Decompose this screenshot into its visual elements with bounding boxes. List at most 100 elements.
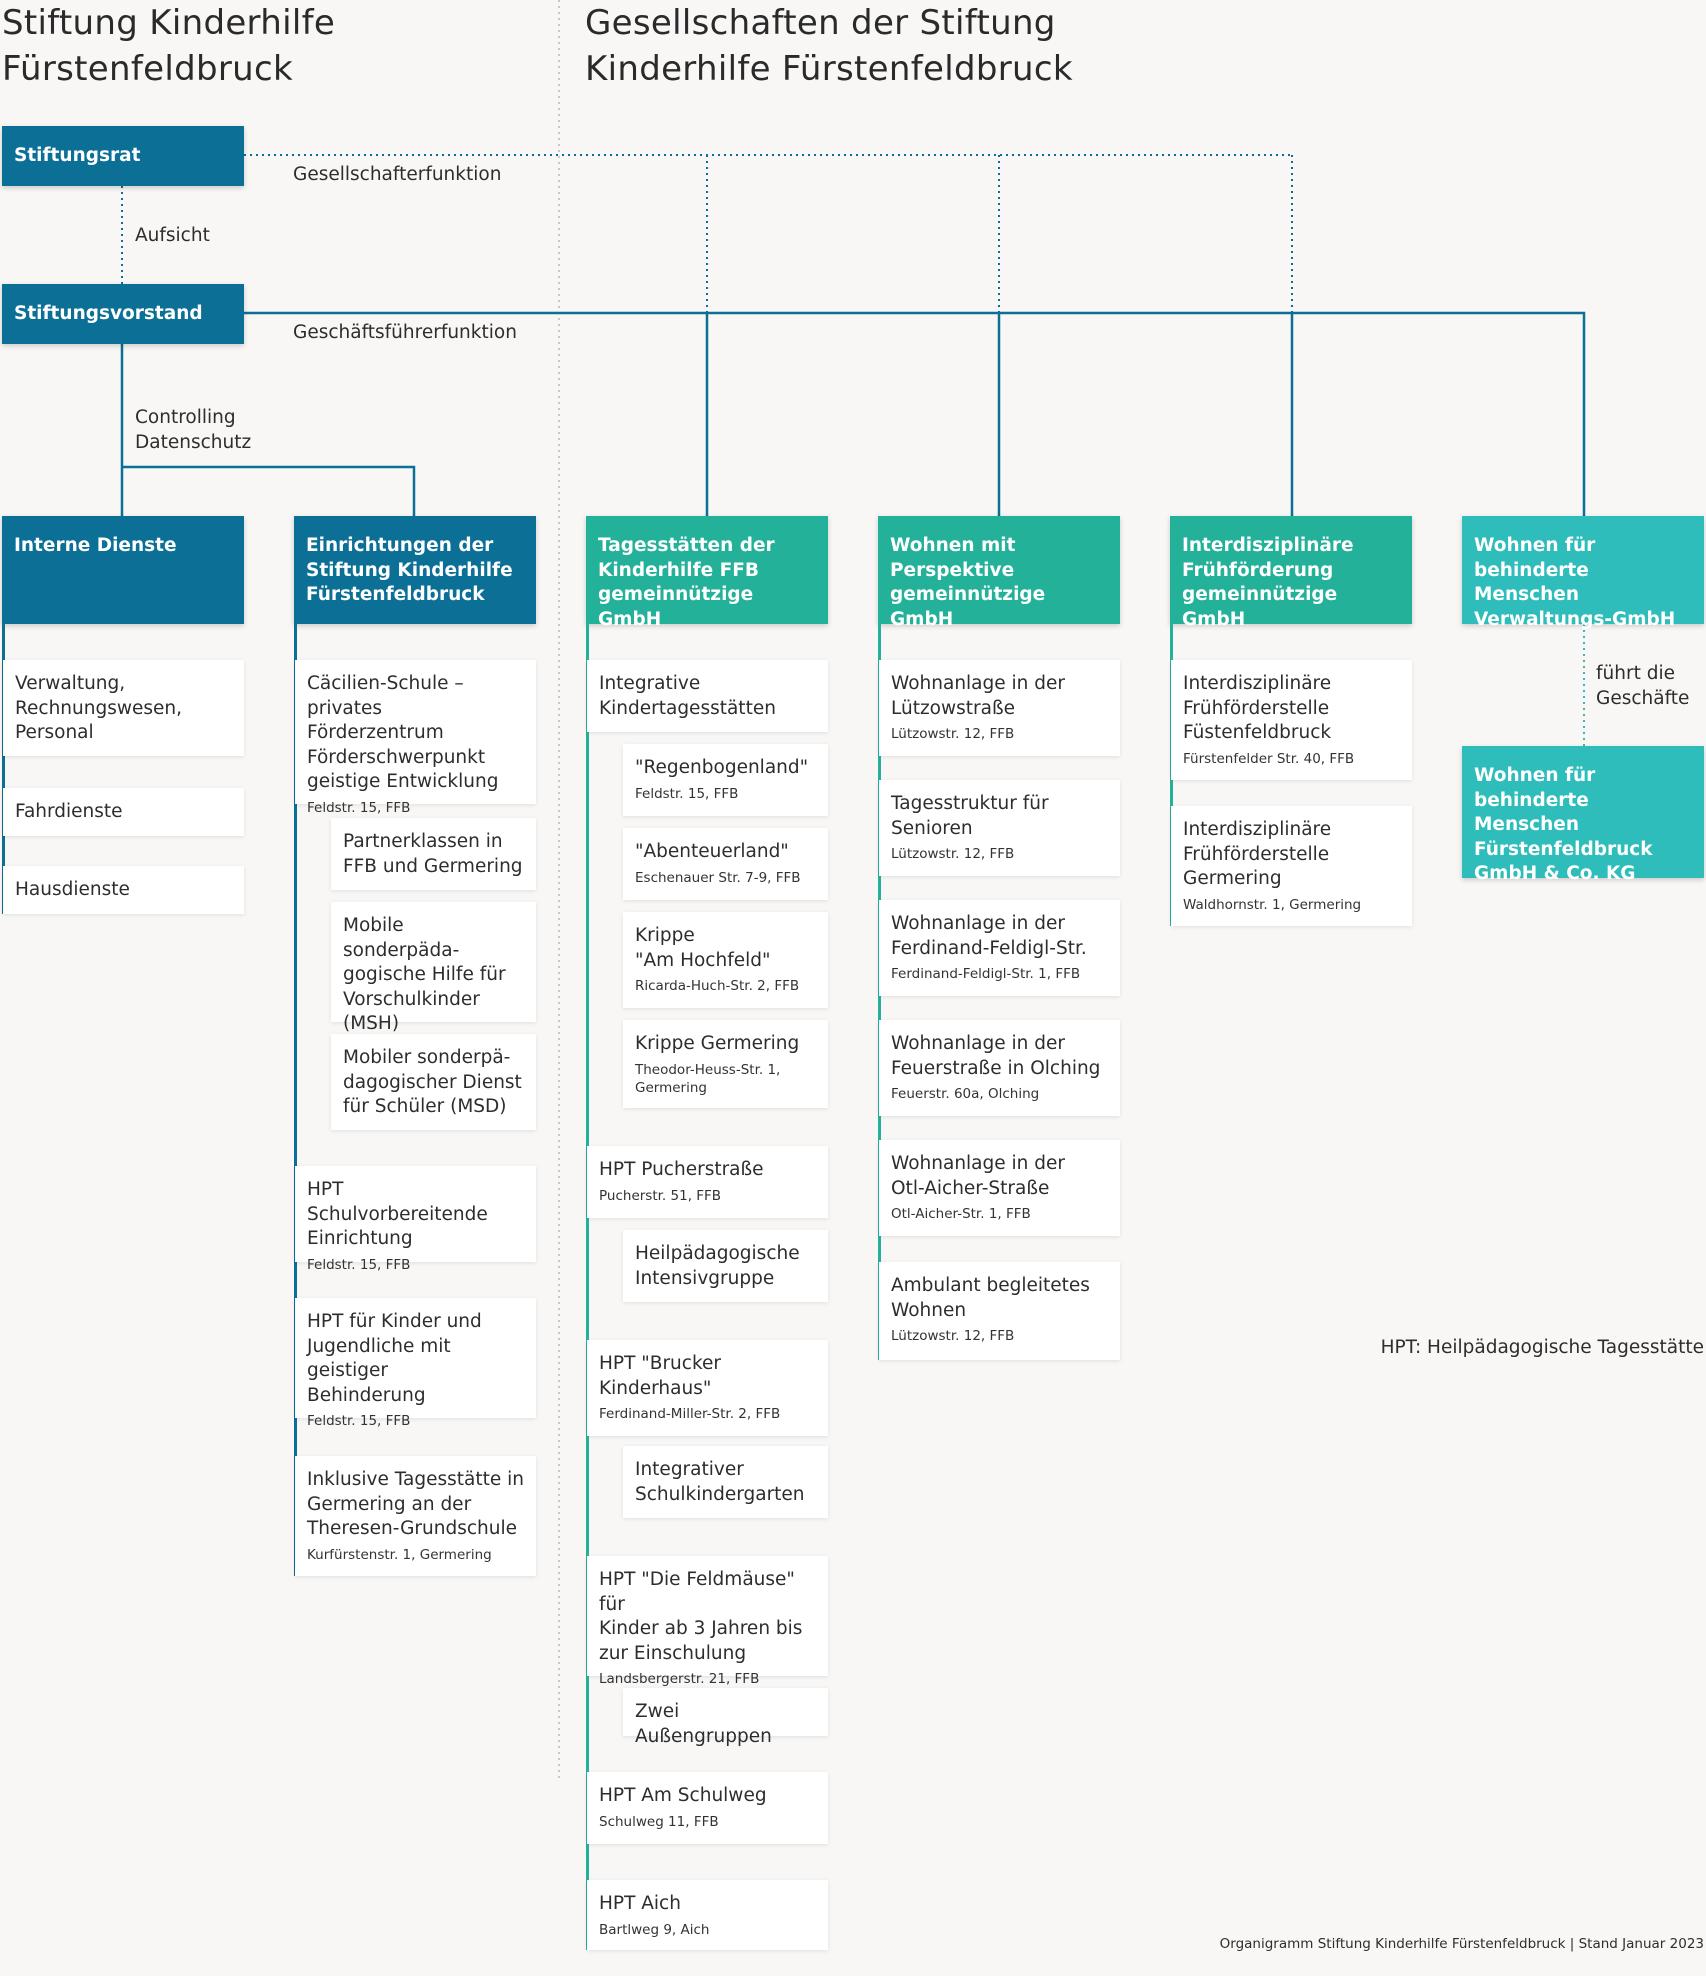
header-line: Einrichtungen der <box>306 535 494 556</box>
list-item: HPT "Die Feldmäuse" für Kinder ab 3 Jahr… <box>587 1556 828 1687</box>
item-title: Behinderung <box>307 1384 426 1406</box>
kg-line: GmbH & Co. KG <box>1474 863 1636 884</box>
item-title: Krippe <box>635 925 695 946</box>
kg-box: Wohnen für behinderte Menschen Fürstenfe… <box>1462 746 1704 884</box>
column-bar <box>586 624 589 1950</box>
list-item: Verwaltung, Rechnungswesen, Personal <box>3 660 244 756</box>
item-title: geistige Entwicklung <box>307 771 499 792</box>
item-address: Feldstr. 15, FFB <box>635 785 739 802</box>
header-line: Stiftung Kinderhilfe <box>306 559 513 581</box>
column-header-verwaltungs-gmbh: Wohnen für behinderte Menschen Verwaltun… <box>1462 516 1704 630</box>
item-title: dagogischer Dienst <box>343 1071 522 1093</box>
item-title: Kinderhaus" <box>599 1377 712 1399</box>
list-item: "Abenteuerland" Eschenauer Str. 7-9, FFB <box>623 828 828 900</box>
item-title: Germering an der <box>307 1493 472 1515</box>
stiftungsvorstand-label: Stiftungsvorstand <box>14 303 203 324</box>
controlling-line: Controlling <box>135 407 236 428</box>
item-title: Zwei Außengruppen <box>635 1701 772 1747</box>
item-title: Ambulant begleitetes <box>891 1275 1090 1296</box>
item-address: Feldstr. 15, FFB <box>307 799 411 816</box>
item-address: Ferdinand-Miller-Str. 2, FFB <box>599 1406 781 1422</box>
item-address: Waldhornstr. 1, Germering <box>1183 896 1362 913</box>
header-line: Menschen <box>1474 584 1579 605</box>
list-item: Integrative Kindertagesstätten <box>587 660 828 732</box>
list-item: Inklusive Tagesstätte in Germering an de… <box>295 1456 536 1576</box>
item-title: HPT "Die Feldmäuse" für <box>599 1569 795 1615</box>
item-title: Schulkindergarten <box>635 1483 805 1505</box>
list-item: Wohnanlage in der Lützowstraße Lützowstr… <box>879 660 1120 756</box>
controlling-label: Controlling Datenschutz <box>135 406 251 455</box>
list-item: Ambulant begleitetes Wohnen Lützowstr. 1… <box>879 1262 1120 1360</box>
header-line: gemeinnützige GmbH <box>1182 584 1338 630</box>
header-line: Tagesstätten der <box>598 535 775 556</box>
item-address: Lützowstr. 12, FFB <box>891 1328 1015 1344</box>
list-item: Interdisziplinäre Frühförderstelle Füste… <box>1171 660 1412 780</box>
item-address: Feldstr. 15, FFB <box>307 1256 411 1273</box>
item-title: Integrative <box>599 673 701 694</box>
column-header-interne-dienste: Interne Dienste <box>2 516 244 624</box>
item-title: Senioren <box>891 817 973 839</box>
kg-line: Fürstenfeldbruck <box>1474 838 1653 860</box>
item-address: Kurfürstenstr. 1, Germering <box>307 1546 492 1563</box>
list-item: Krippe "Am Hochfeld" Ricarda-Huch-Str. 2… <box>623 912 828 1008</box>
item-address: Ferdinand-Feldigl-Str. 1, FFB <box>891 966 1081 982</box>
list-item: Fahrdienste <box>3 788 244 836</box>
item-title: Wohnanlage in der <box>891 913 1065 934</box>
list-item: Interdisziplinäre Frühförderstelle Germe… <box>1171 806 1412 926</box>
item-title: Kindertagesstätten <box>599 697 776 719</box>
item-title: Partnerklassen in <box>343 831 503 852</box>
list-item: HPT Schulvorbereitende Einrichtung Felds… <box>295 1166 536 1273</box>
item-title: Integrativer <box>635 1459 744 1480</box>
item-title: Vorschulkinder <box>343 988 480 1010</box>
header-line: Perspektive <box>890 559 1015 581</box>
header-line: Frühförderung <box>1182 559 1334 581</box>
header-line: gemeinnützige GmbH <box>598 584 754 630</box>
item-title: Wohnanlage in der <box>891 673 1065 694</box>
header-line: Interne Dienste <box>14 535 177 556</box>
header-line: Interdisziplinäre <box>1182 535 1354 556</box>
item-title: Mobile sonderpäda- <box>343 915 460 961</box>
item-title: Personal <box>15 722 94 743</box>
item-title: Cäcilien-Schule – <box>307 673 464 694</box>
item-address: Fürstenfelder Str. 40, FFB <box>1183 750 1355 767</box>
stiftungsvorstand-box: Stiftungsvorstand <box>2 284 244 344</box>
list-item: Tagesstruktur für Senioren Lützowstr. 12… <box>879 780 1120 876</box>
item-title: Ferdinand-Feldigl-Str. <box>891 937 1087 959</box>
left-title-line: Fürstenfeldbruck <box>2 49 293 89</box>
item-title: zur Einschulung <box>599 1642 747 1664</box>
list-item: Wohnanlage in der Ferdinand-Feldigl-Str.… <box>879 900 1120 996</box>
list-item: Mobile sonderpäda- gogische Hilfe für Vo… <box>331 902 536 1034</box>
fuehrt-label: führt die Geschäfte <box>1596 662 1689 711</box>
header-line: Fürstenfeldbruck <box>306 584 485 605</box>
kg-line: Menschen <box>1474 814 1579 835</box>
header-line: Kinderhilfe FFB <box>598 559 760 581</box>
list-item: HPT "Brucker Kinderhaus" Ferdinand-Mille… <box>587 1340 828 1436</box>
item-title: HPT Pucherstraße <box>599 1159 764 1180</box>
item-title: Interdisziplinäre <box>1183 819 1332 840</box>
column-header-tagesstaetten: Tagesstätten der Kinderhilfe FFB gemeinn… <box>586 516 828 630</box>
list-item: Heilpädagogische Intensivgruppe <box>623 1230 828 1302</box>
list-item: Hausdienste <box>3 866 244 914</box>
item-address: Feuerstr. 60a, Olching <box>891 1086 1040 1102</box>
list-item: Wohnanlage in der Feuerstraße in Olching… <box>879 1020 1120 1116</box>
item-title: Wohnanlage in der <box>891 1153 1065 1174</box>
item-address: Otl-Aicher-Str. 1, FFB <box>891 1206 1031 1222</box>
column-header-fruehfoerderung: Interdisziplinäre Frühförderung gemeinnü… <box>1170 516 1412 630</box>
item-title: Kinder ab 3 Jahren bis <box>599 1618 803 1639</box>
item-title: HPT Aich <box>599 1893 681 1914</box>
column-header-wohnen-perspektive: Wohnen mit Perspektive gemeinnützige Gmb… <box>878 516 1120 630</box>
item-address: Lützowstr. 12, FFB <box>891 726 1015 742</box>
item-address: Ricarda-Huch-Str. 2, FFB <box>635 978 800 994</box>
controlling-lines <box>120 344 416 516</box>
hpt-legend: HPT: Heilpädagogische Tagesstätte <box>1380 1337 1704 1358</box>
header-line: Wohnen für behinderte <box>1474 535 1596 581</box>
gesellschafter-lines <box>244 154 1293 520</box>
controlling-line: Datenschutz <box>135 431 252 453</box>
item-title: Förderschwerpunkt <box>307 746 486 768</box>
header-line: Wohnen mit <box>890 535 1016 556</box>
item-title: Wohnanlage in der <box>891 1033 1065 1054</box>
list-item: Zwei Außengruppen <box>623 1688 828 1747</box>
list-item: HPT für Kinder und Jugendliche mit geist… <box>295 1298 536 1429</box>
item-title: Heilpädagogische <box>635 1243 800 1264</box>
